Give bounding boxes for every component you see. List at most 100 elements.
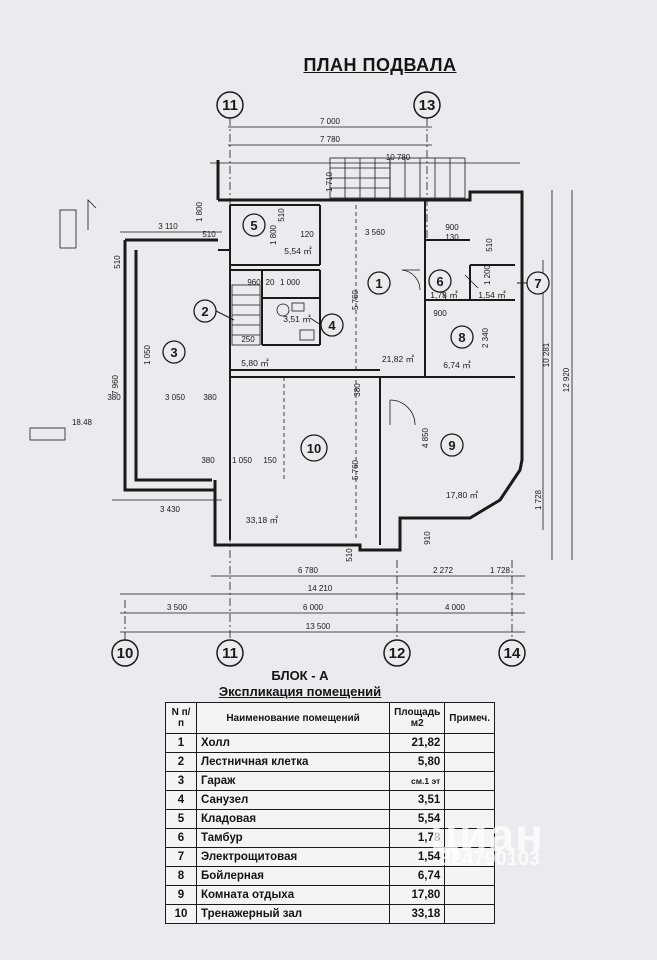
dim-5760-a: 5 760 [351, 289, 360, 310]
dim-2340: 2 340 [481, 327, 490, 348]
legend-note [444, 790, 495, 810]
fixtures [276, 302, 315, 341]
legend-area: 17,80 [389, 885, 446, 905]
axis-label-10: 10 [117, 645, 134, 662]
dim-900-a: 900 [445, 223, 459, 232]
dim-380-b: 380 [203, 393, 217, 402]
legend-room-name: Санузел [195, 790, 391, 810]
dim-510-c: 510 [113, 255, 122, 269]
dim-4850: 4 850 [421, 427, 430, 448]
dim-6000: 6 000 [303, 603, 324, 612]
room-10-area: 33,18 ㎡ [246, 515, 279, 525]
axis-label-11-top: 11 [222, 97, 238, 114]
dim-510-d: 510 [485, 238, 494, 252]
dim-130-a: 130 [445, 233, 459, 242]
dim-510-a: 510 [202, 230, 216, 239]
dim-3050: 3 050 [165, 393, 186, 402]
legend-note [444, 885, 495, 905]
legend-room-name: Электрощитовая [195, 847, 391, 867]
dim-7000: 7 000 [320, 117, 341, 126]
room-5-area: 5,54 ㎡ [284, 246, 312, 256]
axis-label-11: 11 [222, 645, 238, 662]
room-4-number: 4 [328, 318, 336, 333]
room-5-number: 5 [250, 218, 257, 233]
legend-room-name: Гараж [195, 771, 391, 791]
legend-room-name: Комната отдыха [195, 885, 391, 905]
dim-960: 960 [247, 278, 261, 287]
room-7-area: 1,54 ㎡ [478, 290, 506, 300]
room-6-area: 1,78 ㎡ [430, 290, 458, 300]
legend-note [444, 733, 495, 753]
room-6-number: 6 [436, 274, 443, 289]
dim-20: 20 [266, 278, 275, 287]
legend-num: 9 [165, 885, 197, 905]
dim-380-d: 380 [201, 456, 215, 465]
room-7-number: 7 [534, 276, 541, 291]
watermark-brand: циан [430, 809, 544, 861]
dim-18-48: 18.48 [72, 418, 93, 427]
legend-area: 3,51 [389, 790, 446, 810]
dim-510-b: 510 [277, 208, 286, 222]
legend-title: Экспликация помещений [218, 684, 382, 699]
legend-note [444, 771, 495, 791]
axis-label-12: 12 [389, 645, 406, 662]
axis-markers [111, 91, 526, 667]
dim-3560: 3 560 [365, 228, 386, 237]
dim-10281: 10 281 [542, 342, 551, 367]
dim-7780: 7 780 [320, 135, 341, 144]
dim-5760-b: 5 760 [351, 459, 360, 480]
dim-1728: 1 728 [490, 566, 511, 575]
room-legend-table: N п/п Наименование помещений Площадь м2 … [165, 702, 495, 924]
dim-1050: 1 050 [143, 344, 152, 365]
dim-3430: 3 430 [160, 505, 181, 514]
legend-area: см.1 эт [389, 771, 446, 791]
legend-room-name: Лестничная клетка [195, 752, 391, 772]
room-1-number: 1 [375, 276, 382, 291]
dim-1000: 1 000 [280, 278, 301, 287]
dim-900-b: 900 [433, 309, 447, 318]
dim-3500: 3 500 [167, 603, 188, 612]
legend-header-num: N п/п [165, 702, 197, 734]
block-title: БЛОК - А [271, 668, 329, 683]
legend-note [444, 904, 495, 924]
room-4-leader [309, 317, 322, 326]
stairs [29, 157, 466, 441]
legend-room-name: Бойлерная [195, 866, 391, 886]
exterior-walls [123, 160, 524, 552]
room-3-number: 3 [170, 345, 177, 360]
dim-4000: 4 000 [445, 603, 466, 612]
legend-header-row: N п/п Наименование помещений Площадь м2 … [165, 702, 495, 734]
room-9-number: 9 [448, 438, 455, 453]
room-4-area: 3,51 ㎡ [283, 314, 311, 324]
legend-room-name: Холл [195, 733, 391, 753]
dim-7960: 7 960 [111, 374, 120, 395]
room-10-number: 10 [307, 441, 321, 456]
axis-label-14: 14 [504, 645, 521, 662]
dim-1800: 1 800 [195, 201, 204, 222]
dim-510-e: 510 [345, 548, 354, 562]
axis-lines [124, 118, 513, 640]
dimension-lines [112, 126, 573, 633]
room-2-number: 2 [201, 304, 208, 319]
axis-label-13-top: 13 [419, 97, 436, 114]
legend-area: 6,74 [389, 866, 446, 886]
dim-1710: 1 710 [325, 171, 334, 192]
dashed-outlines [283, 205, 357, 540]
room-8-area: 6,74 ㎡ [443, 360, 471, 370]
room-8-number: 8 [458, 330, 465, 345]
legend-header-name: Наименование помещений [195, 702, 391, 734]
legend-room-name: Тренажерный зал [195, 904, 391, 924]
dim-1800-b: 1 800 [269, 224, 278, 245]
legend-room-name: Кладовая [195, 809, 391, 829]
legend-num: 7 [165, 847, 197, 867]
watermark-id: 324790103 [440, 848, 541, 870]
room-9-area: 17,80 ㎡ [446, 490, 479, 500]
dim-2272: 2 272 [433, 566, 454, 575]
interior-walls [218, 200, 515, 545]
plan-title: ПЛАН ПОДВАЛА [303, 55, 457, 75]
dim-1728-vertical: 1 728 [534, 489, 543, 510]
